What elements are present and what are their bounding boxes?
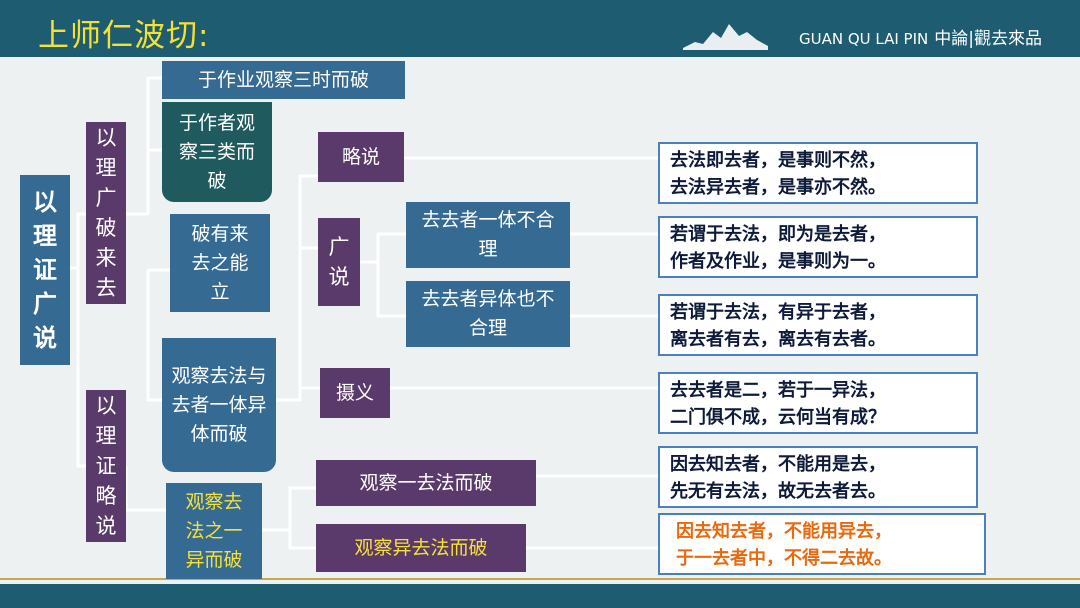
verse-box: 去去者是二，若于一异法， 二门俱不成，云何当有成？ — [658, 372, 978, 434]
verse-line: 作者及作业，是事则为一。 — [670, 251, 886, 272]
node-yiti: 观察去法与去者一体异体而破 — [162, 338, 276, 472]
verse-line: 因去知去者，不能用是去， — [670, 454, 886, 475]
brand-chinese: 中論|觀去來品 — [934, 29, 1042, 49]
node-luepo: 以理证略说 — [86, 390, 126, 542]
node-guangpo: 以理广破来去 — [86, 122, 126, 304]
node-yi: 观察一去法而破 — [316, 460, 536, 506]
verse-line: 于一去者中，不得二去故。 — [676, 548, 892, 569]
verse-box: 若谓于去法，有异于去者， 离去者有去，离去有去者。 — [658, 294, 978, 356]
footer-divider — [0, 578, 1080, 580]
brand-english: GUAN QU LAI PIN — [799, 30, 929, 48]
header-bar — [0, 0, 1080, 57]
verse-line: 因去知去者，不能用异去， — [676, 521, 892, 542]
node-nengli: 破有来去之能立 — [170, 214, 270, 312]
verse-line: 若谓于去法，即为是去者， — [670, 224, 886, 245]
node-sanlei: 于作者观察三类而破 — [162, 102, 272, 202]
verse-box: 因去知去者，不能用是去， 先无有去法，故无去者去。 — [658, 446, 978, 508]
verse-line: 去法异去者，是事亦不然。 — [670, 177, 886, 198]
node-yiti-bu: 去去者一体不合理 — [406, 202, 570, 268]
verse-line: 离去者有去，离去有去者。 — [670, 329, 886, 350]
mountain-logo-icon — [683, 24, 768, 50]
node-yiqu: 观察异去法而破 — [316, 524, 526, 572]
verse-box: 去法即去者，是事则不然， 去法异去者，是事亦不然。 — [658, 142, 978, 204]
node-sheyi: 摄义 — [320, 368, 390, 418]
verse-box-highlight: 因去知去者，不能用异去， 于一去者中，不得二去故。 — [658, 513, 986, 575]
verse-line: 二门俱不成，云何当有成？ — [670, 407, 886, 428]
node-lue: 略说 — [318, 132, 404, 182]
verse-box: 若谓于去法，即为是去者， 作者及作业，是事则为一。 — [658, 216, 978, 278]
verse-line: 去去者是二，若于一异法， — [670, 380, 886, 401]
node-guang: 广说 — [318, 218, 360, 306]
verse-line: 先无有去法，故无去者去。 — [670, 481, 886, 502]
page-title: 上师仁波切: — [38, 18, 210, 54]
brand-text: GUAN QU LAI PIN 中論|觀去來品 — [799, 24, 1042, 49]
node-root: 以理证广说 — [20, 175, 70, 365]
node-sanshi: 于作业观察三时而破 — [162, 61, 405, 99]
node-yiti2-bu: 去去者异体也不合理 — [406, 281, 570, 347]
verse-line: 若谓于去法，有异于去者， — [670, 302, 886, 323]
node-yiyi: 观察去法之一异而破 — [166, 483, 262, 579]
footer-bar — [0, 584, 1080, 608]
verse-line: 去法即去者，是事则不然， — [670, 150, 886, 171]
